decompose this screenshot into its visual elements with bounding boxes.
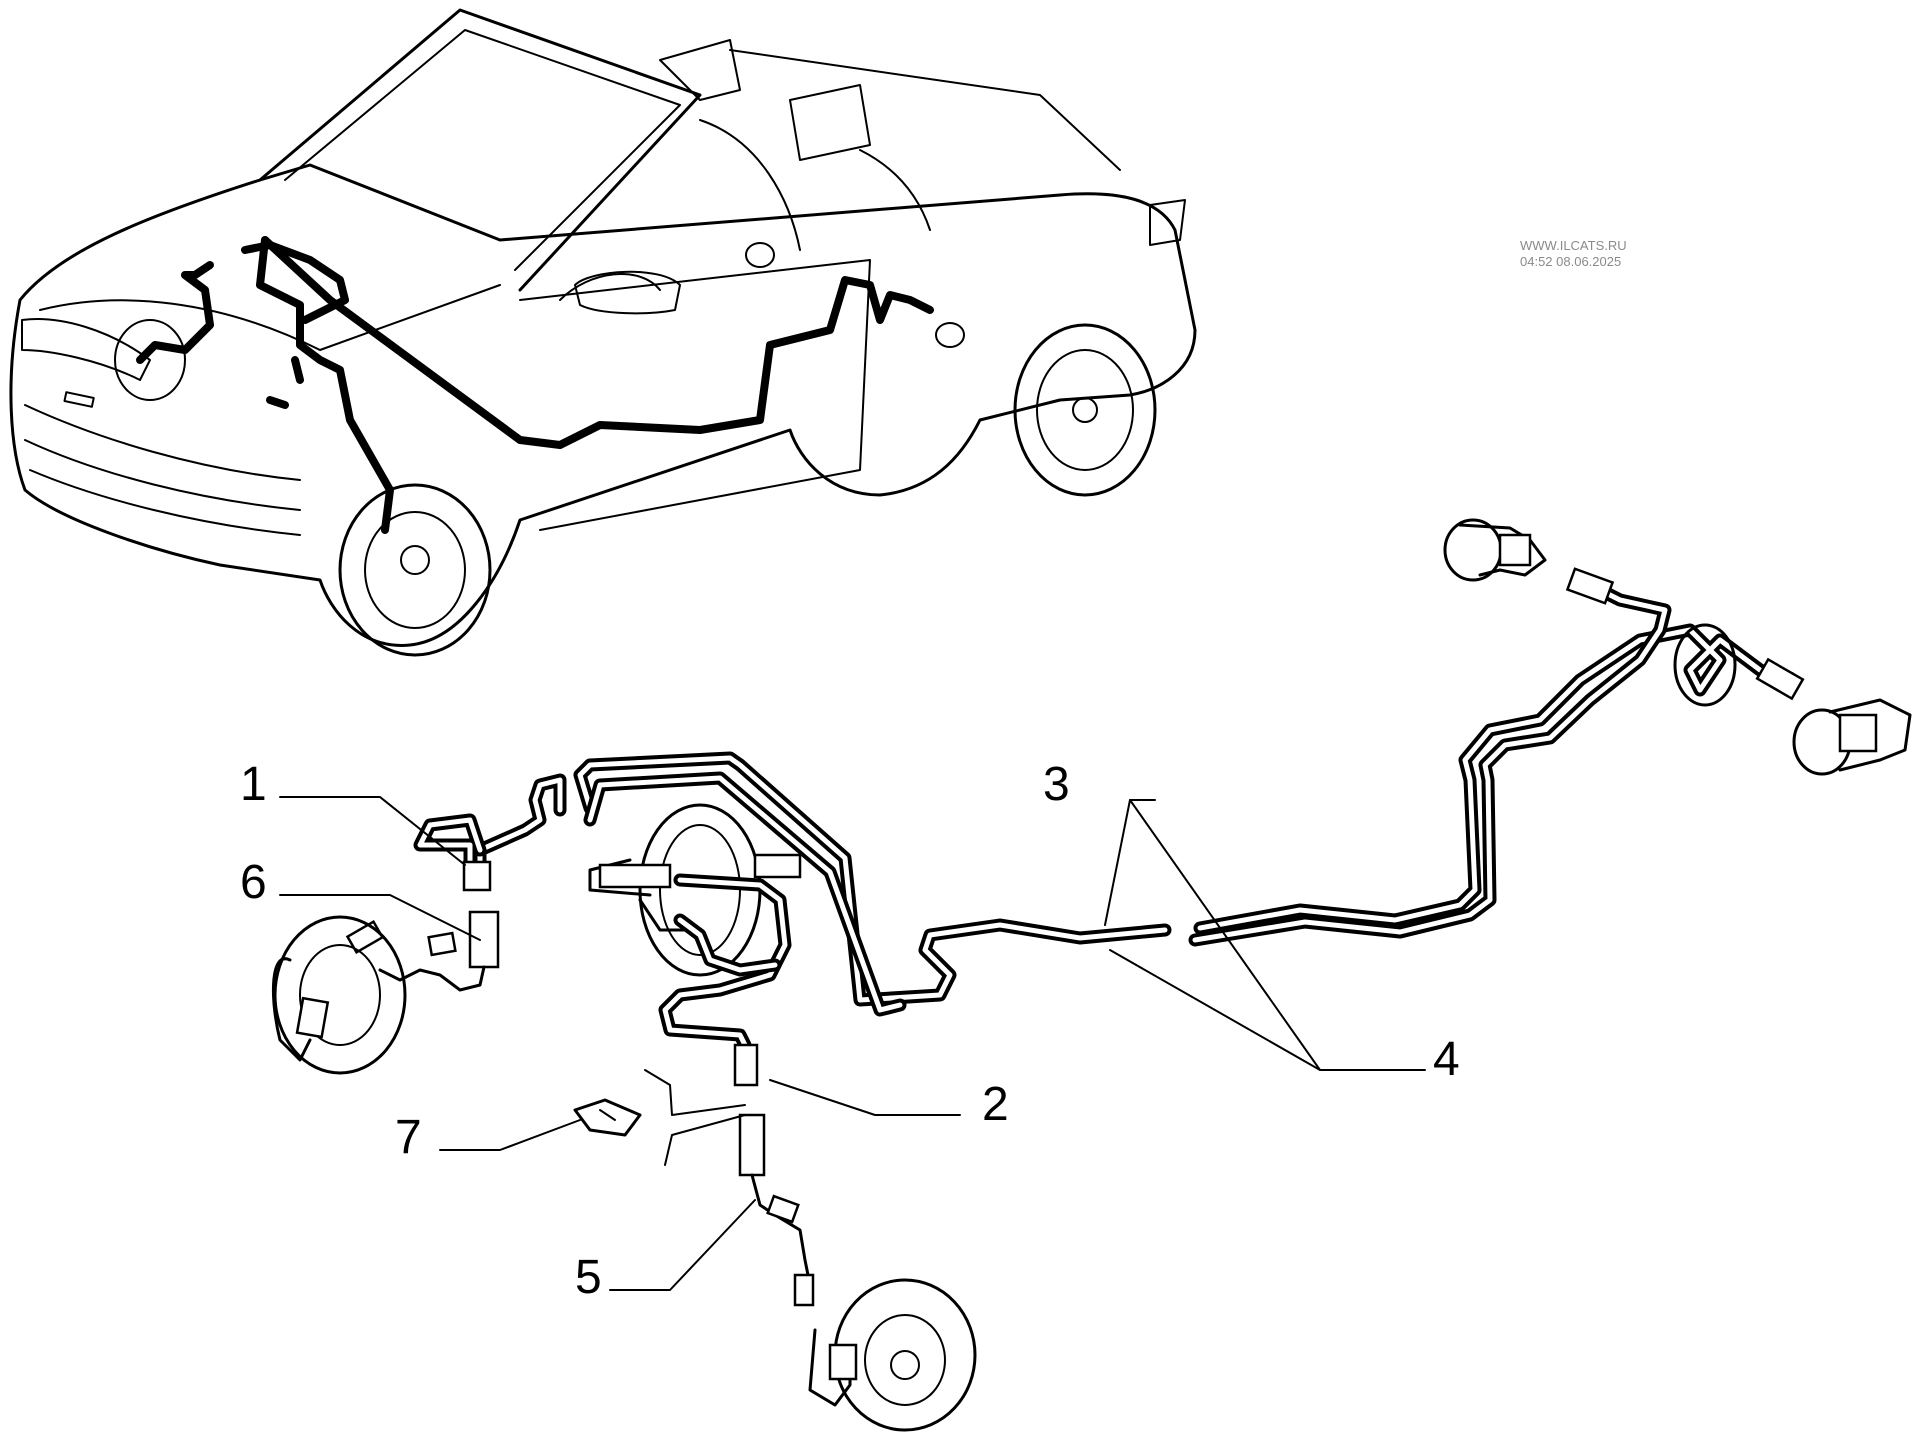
callout-7: 7 (395, 1111, 422, 1164)
watermark-timestamp: 04:52 08.06.2025 (1520, 254, 1621, 269)
rear-brake-cylinder-icon (1443, 518, 1615, 605)
callout-leaders (279, 796, 1426, 1291)
pipe-clip-7 (573, 1098, 642, 1137)
callout-labels: 1 2 3 4 5 6 7 (240, 758, 1460, 1304)
rear-brake-cylinder-icon (1755, 657, 1912, 776)
watermark: WWW.ILCATS.RU 04:52 08.06.2025 (1520, 238, 1627, 269)
flexible-hose-5 (738, 1113, 766, 1177)
brake-disc-caliper-icon (808, 1278, 977, 1432)
pipe-fitting-2 (733, 1043, 759, 1087)
callout-4: 4 (1433, 1033, 1460, 1086)
car-brake-lines (136, 236, 934, 534)
brake-disc-caliper-icon (272, 915, 407, 1075)
flexible-hose-6 (468, 910, 500, 969)
rear-brake-pipes (573, 583, 1797, 1017)
callout-1: 1 (240, 758, 267, 811)
convertible-car-icon (9, 8, 1197, 657)
callout-2: 2 (982, 1078, 1009, 1131)
watermark-site: WWW.ILCATS.RU (1520, 238, 1627, 253)
brake-servo-master-cylinder-icon (588, 803, 802, 977)
pipe-fitting-1 (462, 860, 492, 892)
callout-5: 5 (575, 1251, 602, 1304)
callout-6: 6 (240, 856, 267, 909)
callout-3: 3 (1043, 758, 1070, 811)
front-left-brake-pipe (345, 773, 567, 992)
front-right-brake-pipe (658, 873, 815, 1307)
